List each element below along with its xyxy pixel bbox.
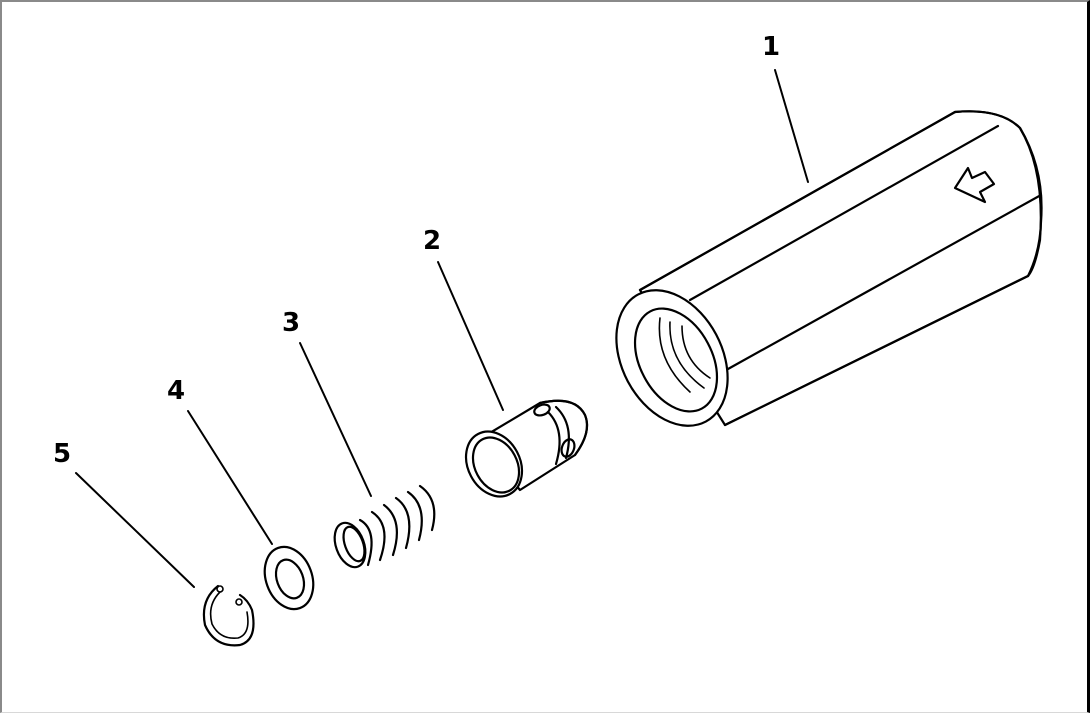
callout-2: 2: [423, 226, 442, 256]
part-1-valve-body: [615, 110, 1043, 427]
part-4-washer: [263, 545, 315, 611]
part-5-snap-ring: [202, 584, 255, 647]
callout-1: 1: [762, 32, 781, 62]
callout-4: 4: [167, 376, 186, 406]
part-2-poppet-valve: [464, 399, 589, 498]
callout-3: 3: [282, 308, 301, 338]
leader-line-1: [774, 69, 809, 183]
part-3-spring: [333, 484, 436, 569]
leader-line-2: [437, 261, 504, 411]
callout-5: 5: [53, 439, 72, 469]
leader-line-3: [299, 342, 372, 497]
leader-line-4: [187, 410, 273, 545]
leader-line-5: [75, 472, 195, 588]
